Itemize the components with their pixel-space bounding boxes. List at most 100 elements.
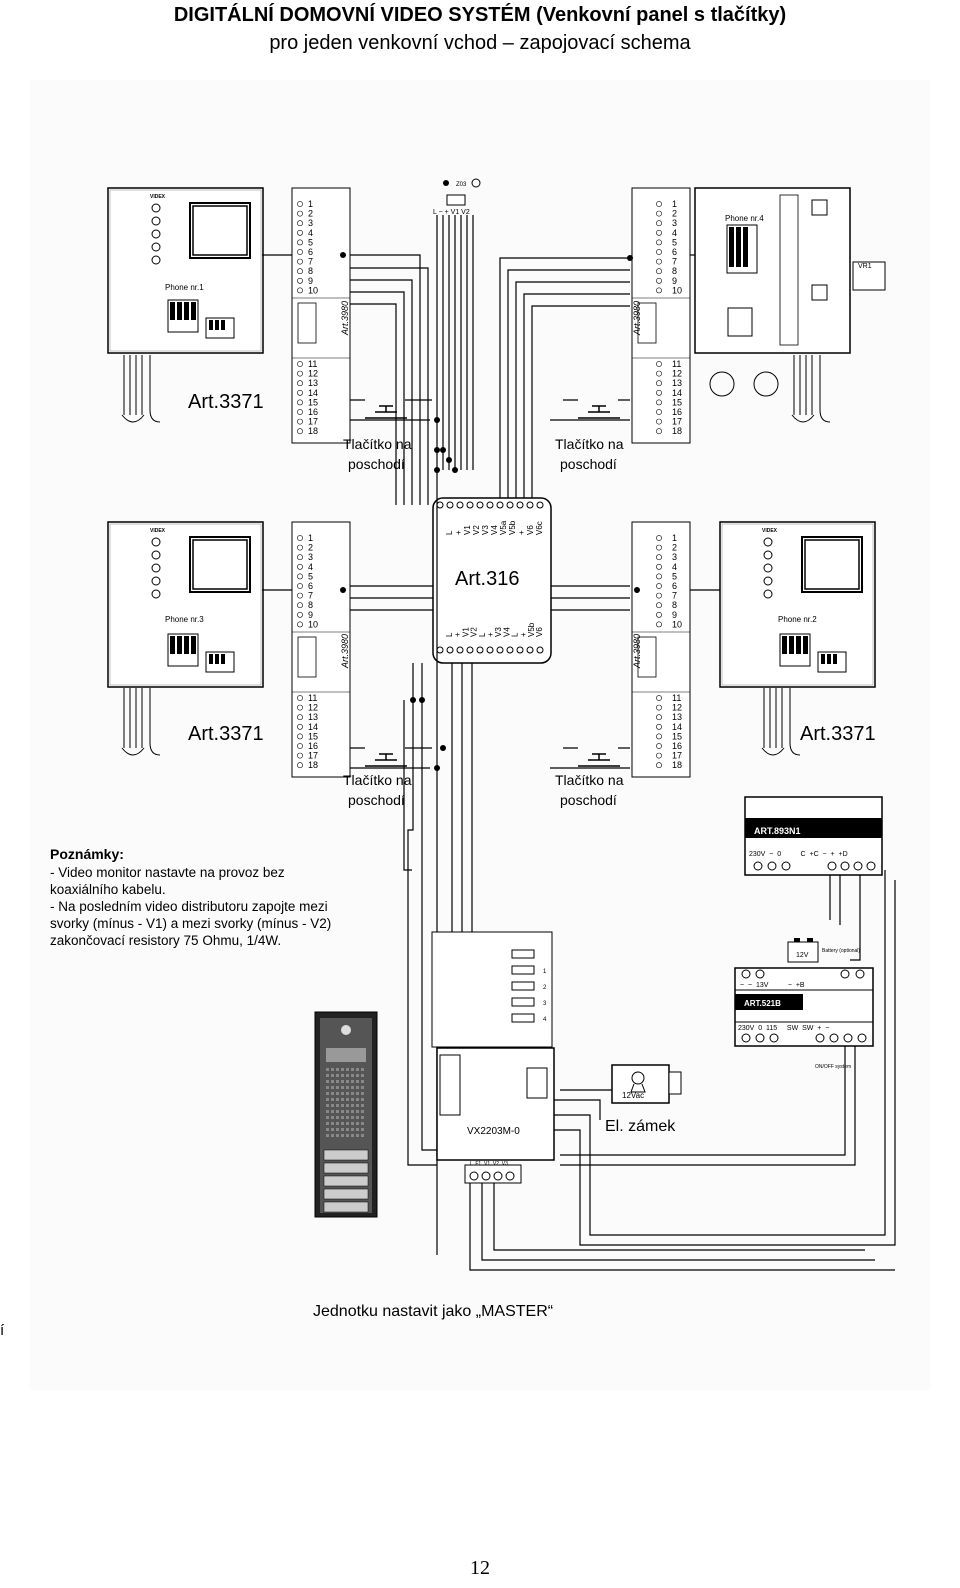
distributor-screw (456, 501, 464, 509)
terminal-screw (297, 535, 303, 541)
terminal-screw (297, 695, 303, 701)
grille-hole (351, 1080, 354, 1083)
onoff-label: ON/OFF system (815, 1064, 851, 1070)
terminal-number: 1 (308, 199, 313, 209)
z03-label: Z03 (456, 182, 467, 188)
terminal-screw (297, 409, 303, 415)
terminal-screw (297, 277, 303, 284)
terminal-screw (656, 249, 662, 255)
distributor-top-label: V4 (490, 525, 499, 535)
terminal-number: 15 (308, 397, 318, 407)
grille-hole (361, 1116, 364, 1119)
terminal-number: 18 (308, 426, 318, 436)
grille-hole (351, 1092, 354, 1095)
grille-hole (346, 1116, 349, 1119)
terminal-number: 9 (672, 610, 677, 620)
grille-hole (346, 1086, 349, 1089)
grille-hole (346, 1074, 349, 1077)
distributor-bottom-label: V5b (527, 622, 536, 637)
monitor-3-model-label: Art.3371 (188, 723, 264, 745)
grille-hole (356, 1134, 359, 1137)
floor-button-2-label-line1: Tlačítko na (555, 436, 624, 452)
terminal-screw (297, 563, 303, 570)
grille-hole (341, 1086, 344, 1089)
grille-hole (351, 1068, 354, 1071)
terminal-number: 16 (308, 741, 318, 751)
monitor-4-phone-label: Phone nr.4 (725, 214, 764, 223)
terminal-screw (656, 220, 662, 227)
terminal-screw (656, 583, 662, 589)
terminal-screw (656, 704, 662, 711)
distributor-bottom-label: + (519, 632, 528, 637)
terminal-number: 10 (308, 285, 318, 295)
terminal-number: 16 (672, 741, 682, 751)
terminal-screw (656, 418, 662, 425)
terminal-screw (297, 258, 303, 265)
terminal-number: 1 (672, 199, 677, 209)
terminal-number: 12 (672, 369, 682, 379)
distributor-top-label: L (445, 530, 454, 535)
terminal-screw (656, 573, 662, 580)
grille-hole (361, 1080, 364, 1083)
distributor-screw (446, 646, 454, 654)
distributor-top-label: V6c (535, 521, 544, 535)
terminal-screw (297, 239, 303, 246)
distributor-screw (486, 501, 494, 509)
terminal-screw (656, 621, 662, 628)
distributor-top-label: V3 (481, 525, 490, 535)
terminal-number: 9 (672, 276, 677, 286)
grille-hole (356, 1098, 359, 1101)
terminal-number: 14 (308, 388, 318, 398)
distributor-screw (506, 646, 514, 654)
grille-hole (341, 1134, 344, 1137)
terminal-screw (656, 428, 662, 435)
terminal-screw (297, 389, 303, 396)
terminal-number: 12 (308, 369, 318, 379)
terminal-number: 4 (308, 228, 313, 238)
terminal-number: 3 (672, 218, 677, 228)
terminal-screw (656, 399, 662, 406)
terminal-screw (297, 361, 303, 367)
grille-hole (341, 1092, 344, 1095)
terminal-screw (297, 611, 303, 618)
note-line-1: - Video monitor nastavte na provoz bez k… (50, 865, 285, 897)
art3980-label-4: Art.3980 (632, 634, 642, 669)
terminal-screw (656, 762, 662, 769)
art893n1-label: ART.893N1 (754, 826, 801, 836)
art521b-label: ART.521B (744, 999, 781, 1008)
grille-hole (341, 1116, 344, 1119)
terminal-number: 17 (308, 751, 318, 761)
terminal-screw (297, 544, 303, 551)
terminal-number: 6 (308, 247, 313, 257)
terminal-screw (656, 544, 662, 551)
controller-side-label: 3 (543, 1001, 547, 1007)
grille-hole (326, 1086, 329, 1089)
grille-hole (341, 1098, 344, 1101)
terminal-screw (297, 268, 303, 275)
distributor-top-label: + (454, 530, 463, 535)
terminal-number: 7 (308, 257, 313, 267)
grille-hole (331, 1098, 334, 1101)
terminal-number: 4 (672, 562, 677, 572)
grille-hole (326, 1080, 329, 1083)
grille-hole (356, 1080, 359, 1083)
terminal-number: 7 (672, 591, 677, 601)
terminal-screw (297, 428, 303, 435)
terminal-number: 18 (672, 426, 682, 436)
controller-model-label: VX2203M-0 (467, 1126, 520, 1137)
floor-button-3-label-line2: poschodí (348, 792, 405, 808)
terminal-screw (656, 723, 662, 730)
top-terminal-labels: L − + V1 V2 (433, 209, 470, 216)
distributor-screw (486, 646, 494, 654)
terminal-number: 16 (672, 407, 682, 417)
grille-hole (356, 1122, 359, 1125)
grille-hole (326, 1134, 329, 1137)
grille-hole (331, 1110, 334, 1113)
grille-hole (336, 1074, 339, 1077)
terminal-screw (297, 752, 303, 759)
grille-hole (331, 1080, 334, 1083)
grille-hole (361, 1110, 364, 1113)
terminal-screw (656, 602, 662, 609)
grille-hole (331, 1134, 334, 1137)
